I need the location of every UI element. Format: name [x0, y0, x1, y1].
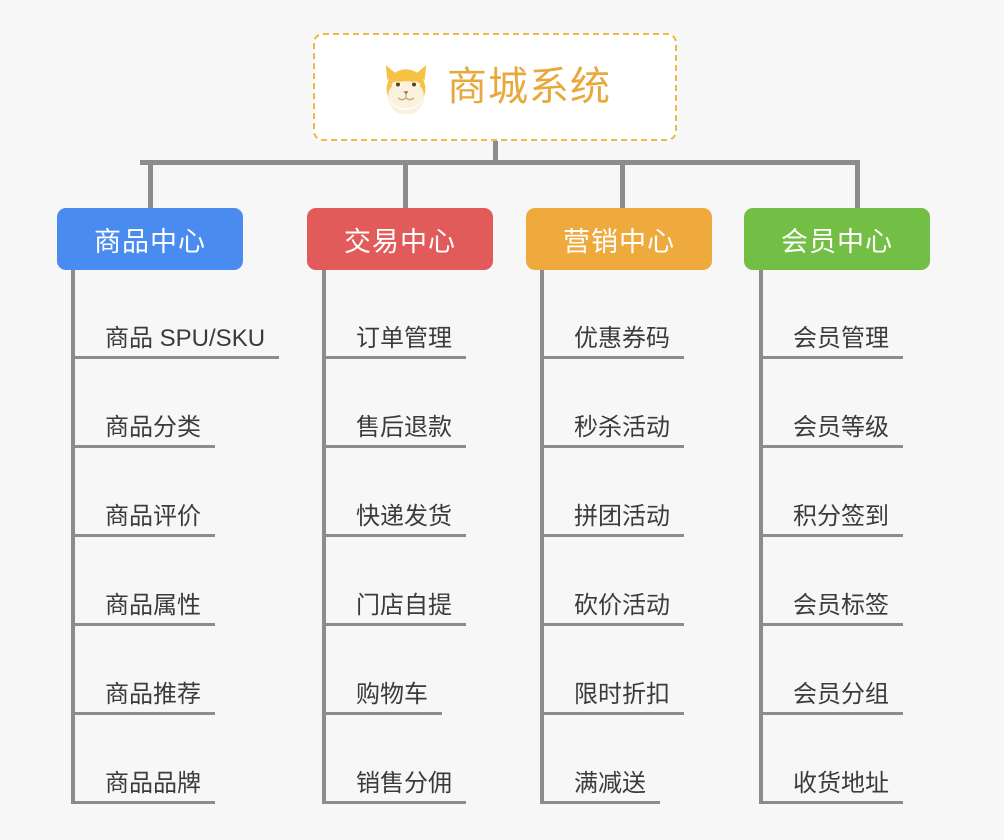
leaf-item[interactable]: 商品品牌 [71, 715, 215, 804]
leaf-label: 商品品牌 [105, 769, 201, 797]
connector-drop-4 [855, 160, 860, 208]
category-box-4[interactable]: 会员中心 [744, 208, 930, 270]
leaf-item[interactable]: 会员标签 [759, 537, 903, 626]
leaf-item[interactable]: 会员管理 [759, 270, 903, 359]
leaf-label: 商品属性 [105, 591, 201, 619]
leaf-underline [759, 623, 903, 626]
leaf-label: 商品分类 [105, 413, 201, 441]
root-node[interactable]: 商城系统 [313, 33, 677, 141]
leaf-label: 拼团活动 [574, 502, 670, 530]
leaf-label: 限时折扣 [574, 680, 670, 708]
leaf-item[interactable]: 商品推荐 [71, 626, 215, 715]
leaf-underline [759, 445, 903, 448]
leaf-underline [540, 712, 684, 715]
leaf-label: 砍价活动 [574, 591, 670, 619]
root-title: 商城系统 [447, 65, 611, 109]
leaf-underline [322, 356, 466, 359]
connector-drop-3 [620, 160, 625, 208]
leaf-item[interactable]: 销售分佣 [322, 715, 466, 804]
leaf-label: 满减送 [574, 769, 646, 797]
category-box-2[interactable]: 交易中心 [307, 208, 493, 270]
leaf-item[interactable]: 会员等级 [759, 359, 903, 448]
leaf-item[interactable]: 商品属性 [71, 537, 215, 626]
category-box-1[interactable]: 商品中心 [57, 208, 243, 270]
leaf-underline [540, 356, 684, 359]
leaf-label: 门店自提 [356, 591, 452, 619]
leaf-label: 快递发货 [356, 502, 452, 530]
leaf-underline [322, 445, 466, 448]
leaf-label: 商品推荐 [105, 680, 201, 708]
leaf-underline [759, 356, 903, 359]
leaf-label: 会员分组 [793, 680, 889, 708]
leaf-underline [71, 356, 280, 359]
leaf-label: 收货地址 [793, 769, 889, 797]
leaf-underline [322, 801, 466, 804]
leaf-label: 秒杀活动 [574, 413, 670, 441]
leaf-underline [322, 712, 442, 715]
leaf-label: 订单管理 [356, 324, 452, 352]
connector-drop-2 [403, 160, 408, 208]
leaf-underline [540, 445, 684, 448]
leaf-underline [540, 801, 660, 804]
category-label: 营销中心 [563, 226, 675, 257]
leaf-underline [71, 712, 215, 715]
leaf-item[interactable]: 收货地址 [759, 715, 903, 804]
leaf-item[interactable]: 积分签到 [759, 448, 903, 537]
leaf-item[interactable]: 拼团活动 [540, 448, 684, 537]
connector-drop-1 [148, 160, 153, 208]
leaf-underline [540, 623, 684, 626]
leaf-item[interactable]: 商品 SPU/SKU [71, 270, 280, 359]
category-box-3[interactable]: 营销中心 [526, 208, 712, 270]
leaf-item[interactable]: 秒杀活动 [540, 359, 684, 448]
branch-spine [71, 270, 75, 804]
leaf-item[interactable]: 订单管理 [322, 270, 466, 359]
leaf-underline [71, 534, 215, 537]
leaf-underline [322, 623, 466, 626]
leaf-label: 积分签到 [793, 502, 889, 530]
leaf-item[interactable]: 限时折扣 [540, 626, 684, 715]
leaf-underline [71, 445, 215, 448]
leaf-label: 会员等级 [793, 413, 889, 441]
leaf-item[interactable]: 砍价活动 [540, 537, 684, 626]
leaf-underline [759, 534, 903, 537]
branch-spine [759, 270, 763, 804]
leaf-item[interactable]: 优惠券码 [540, 270, 684, 359]
branch-spine [322, 270, 326, 804]
leaf-item[interactable]: 满减送 [540, 715, 660, 804]
connector-horizontal-bus [140, 160, 859, 165]
leaf-item[interactable]: 门店自提 [322, 537, 466, 626]
leaf-underline [759, 801, 903, 804]
leaf-underline [540, 534, 684, 537]
leaf-item[interactable]: 商品分类 [71, 359, 215, 448]
connector-root-stem [493, 141, 498, 163]
leaf-label: 购物车 [356, 680, 428, 708]
category-label: 会员中心 [781, 226, 893, 257]
leaf-item[interactable]: 快递发货 [322, 448, 466, 537]
leaf-underline [759, 712, 903, 715]
leaf-label: 优惠券码 [574, 324, 670, 352]
leaf-item[interactable]: 会员分组 [759, 626, 903, 715]
leaf-label: 会员管理 [793, 324, 889, 352]
branch-spine [540, 270, 544, 804]
leaf-underline [322, 534, 466, 537]
leaf-label: 会员标签 [793, 591, 889, 619]
leaf-item[interactable]: 商品评价 [71, 448, 215, 537]
leaf-item[interactable]: 售后退款 [322, 359, 466, 448]
leaf-item[interactable]: 购物车 [322, 626, 442, 715]
shiba-dog-icon [385, 65, 427, 114]
leaf-label: 售后退款 [356, 413, 452, 441]
category-label: 交易中心 [344, 226, 456, 257]
category-label: 商品中心 [94, 226, 206, 257]
leaf-label: 商品评价 [105, 502, 201, 530]
leaf-underline [71, 801, 215, 804]
leaf-label: 销售分佣 [356, 769, 452, 797]
leaf-underline [71, 623, 215, 626]
leaf-label: 商品 SPU/SKU [105, 324, 266, 352]
